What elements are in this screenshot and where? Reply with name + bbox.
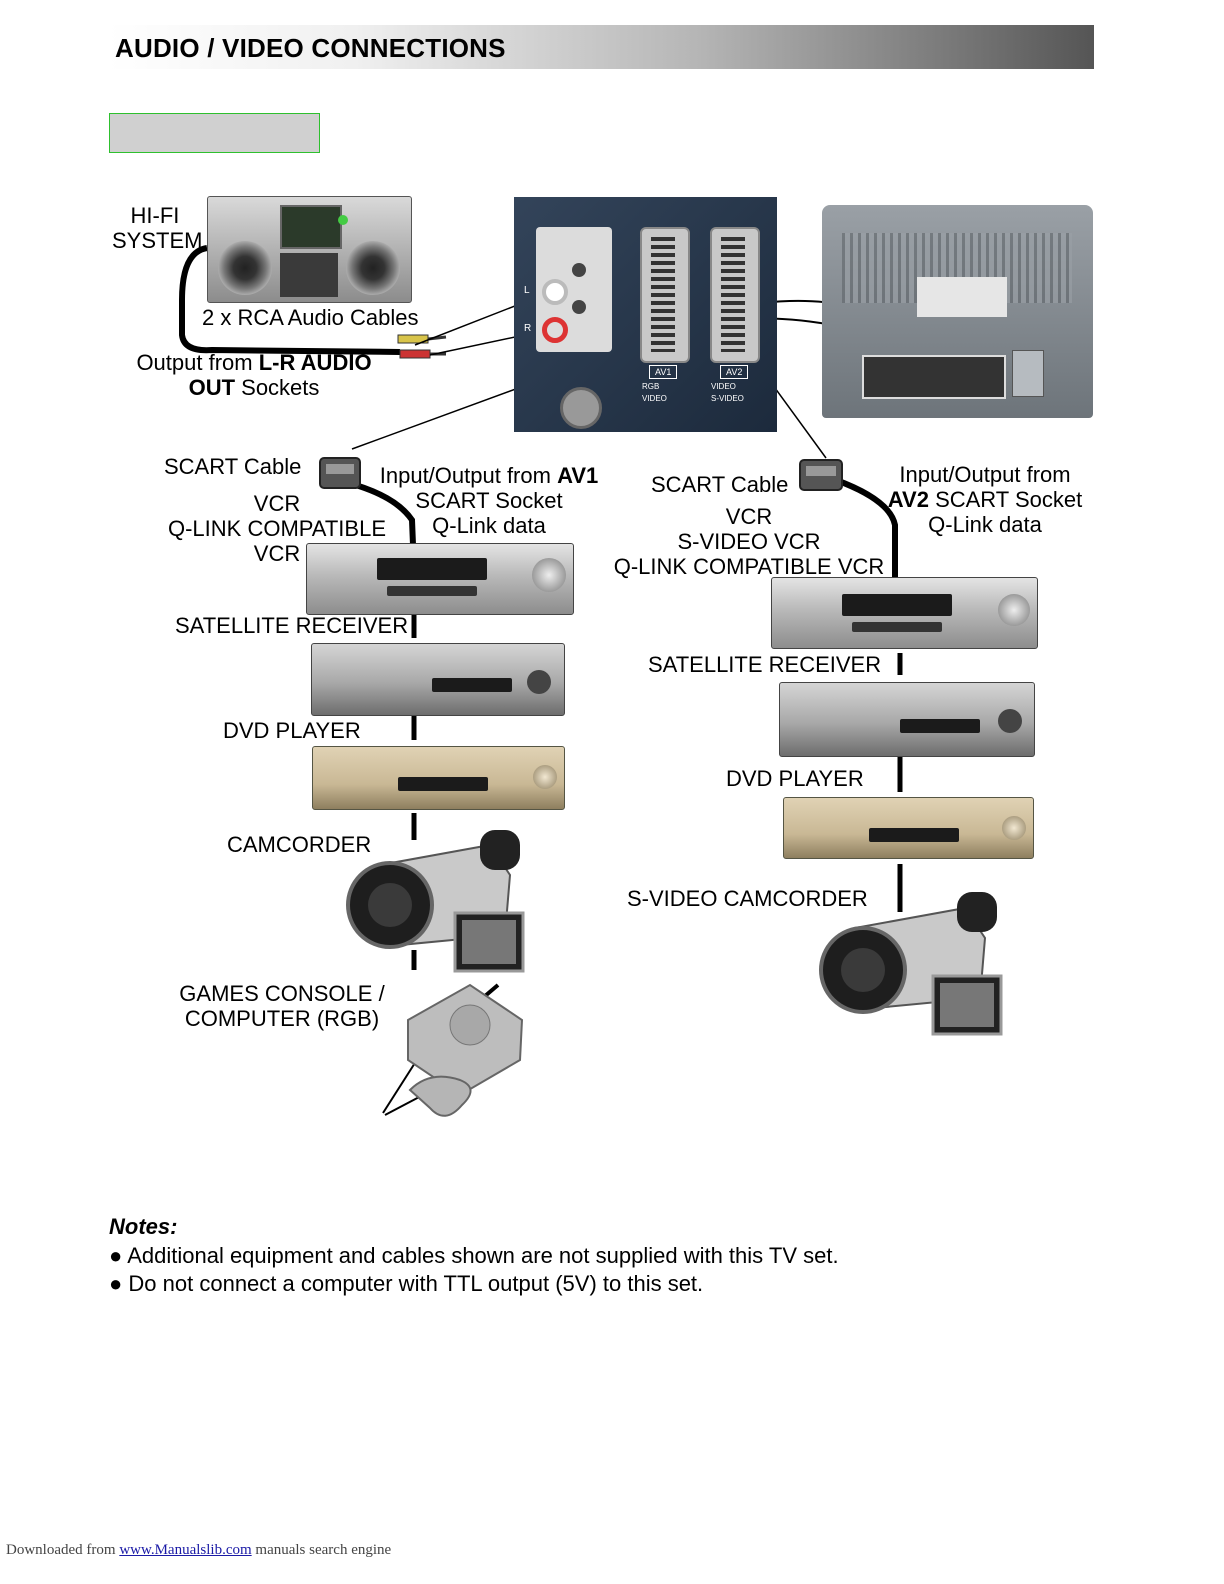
av2-video-label: VIDEO [711, 382, 736, 391]
satellite-label-left: SATELLITE RECEIVER [175, 613, 409, 638]
satellite-receiver-image-left [311, 643, 565, 716]
page-title: AUDIO / VIDEO CONNECTIONS [115, 33, 506, 63]
games-console-image [407, 983, 524, 1117]
games-console-label: GAMES CONSOLE / COMPUTER (RGB) [179, 981, 385, 1031]
scart-cable-label-left: SCART Cable [164, 454, 302, 479]
av1-socket-label: AV1 [649, 365, 678, 379]
av1-io-label: Input/Output from AV1 SCART Socket Q-Lin… [379, 463, 599, 538]
av2-socket-label: AV2 [720, 365, 749, 379]
av1-video-label: VIDEO [642, 394, 667, 403]
hifi-label: HI-FI SYSTEM [112, 203, 203, 253]
camcorder-label-left: CAMCORDER [227, 832, 372, 857]
rca-cables-label: 2 x RCA Audio Cables [202, 305, 419, 330]
rca-plugs [397, 334, 447, 359]
hifi-output-label: Output from L-R AUDIO OUT Sockets [136, 350, 372, 400]
camcorder-label-right: S-VIDEO CAMCORDER [627, 886, 868, 911]
satellite-receiver-image-right [779, 682, 1035, 757]
socket-l-label: L [524, 285, 530, 296]
manualslib-link[interactable]: www.Manualslib.com [119, 1542, 252, 1558]
av2-svideo-label: S-VIDEO [711, 394, 744, 403]
socket-r-label: R [524, 323, 532, 334]
av2-io-label: Input/Output from AV2 SCART Socket Q-Lin… [887, 462, 1083, 537]
footer-download-note: Downloaded from www.Manualslib.com manua… [6, 1542, 392, 1558]
dvd-label-left: DVD PLAYER [223, 718, 361, 743]
camcorder-image-right [819, 892, 1003, 1036]
note-item-1: ● Additional equipment and cables shown … [109, 1243, 839, 1268]
av2-scart-cable [834, 477, 898, 580]
vcr-label-right: VCR S-VIDEO VCR Q-LINK COMPATIBLE VCR [613, 504, 885, 579]
note-item-2: ● Do not connect a computer with TTL out… [109, 1271, 704, 1296]
hifi-audio-cable [179, 245, 401, 355]
scart-plug-right [799, 459, 843, 491]
dvd-player-image-right [783, 797, 1034, 859]
dvd-label-right: DVD PLAYER [726, 766, 864, 791]
camcorder-image-left [346, 830, 525, 973]
vcr-label-left: VCR Q-LINK COMPATIBLE VCR [167, 491, 386, 566]
scart-plug-left [319, 457, 361, 489]
notes-title: Notes: [109, 1214, 178, 1239]
hifi-system-image [207, 196, 412, 303]
scart-cable-label-right: SCART Cable [651, 472, 789, 497]
section-label-box [109, 113, 320, 153]
tv-connector-panel: L R AV1 AV2 RGB VIDEO VIDEO S-VIDEO [514, 197, 777, 432]
vcr-image-right [771, 577, 1038, 649]
vcr-image-left [306, 543, 574, 615]
header-bar [108, 25, 1094, 69]
av1-rgb-label: RGB [642, 382, 660, 391]
satellite-label-right: SATELLITE RECEIVER [648, 652, 882, 677]
tv-rear-image [822, 205, 1093, 418]
dvd-player-image-left [312, 746, 565, 810]
